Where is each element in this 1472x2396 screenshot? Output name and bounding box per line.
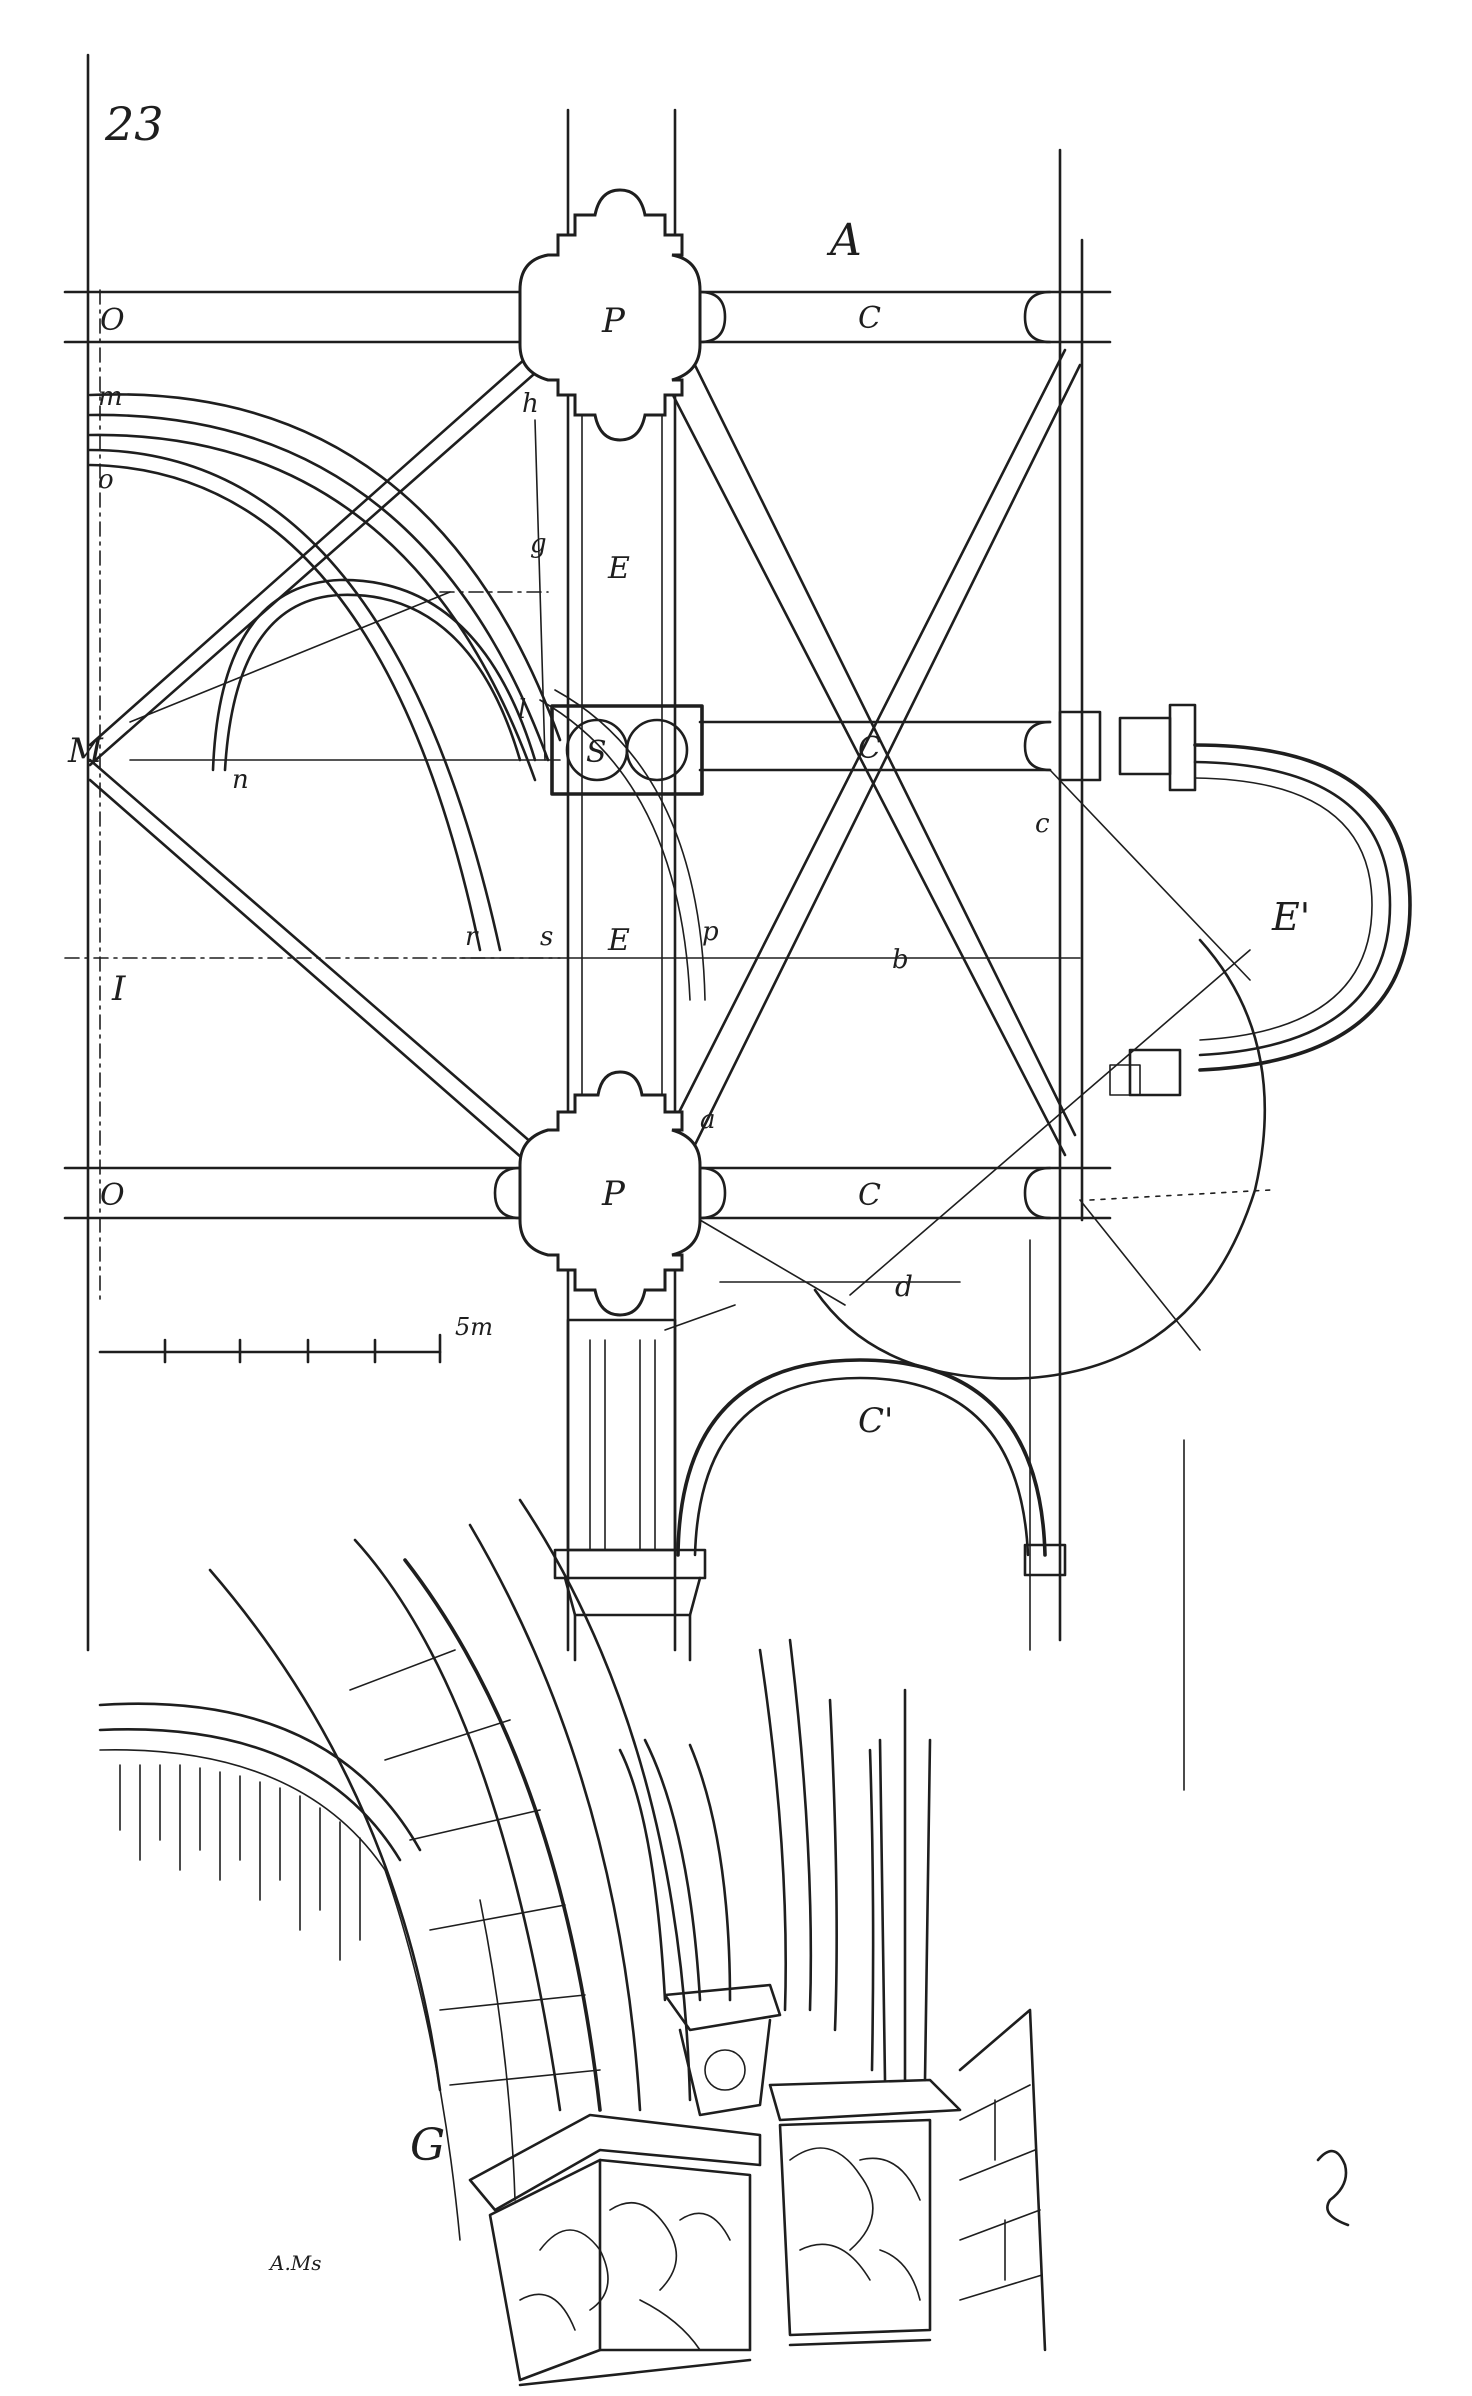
label-m: m <box>98 382 123 412</box>
projection-circle <box>699 769 1271 1380</box>
left-border-lines <box>86 53 101 1652</box>
label-e-prime: E' <box>1271 895 1310 939</box>
e-prime-arch <box>1109 743 1412 1097</box>
label-o-bottom: O <box>100 1178 125 1213</box>
lower-pier-shafts <box>553 1304 736 1662</box>
left-bay-arcs <box>88 393 706 1001</box>
perspective-vault-view <box>98 1498 1047 2387</box>
label-e-lower: E <box>607 923 630 958</box>
label-n: n <box>232 765 249 795</box>
central-boss <box>550 704 704 796</box>
signature: A.Ms <box>268 2251 322 2275</box>
label-d: d <box>895 1270 913 1303</box>
plate-number: 23 <box>104 97 164 151</box>
label-e-upper: E <box>607 551 630 586</box>
label-o-top: O <box>100 303 125 338</box>
corner-mark <box>1316 2149 1350 2227</box>
label-b: b <box>892 945 909 975</box>
label-p-bottom: P <box>601 1174 626 1214</box>
label-g-small: g <box>530 529 547 559</box>
label-l: l <box>518 695 526 725</box>
left-bay-diagonal-ribs <box>88 348 561 1167</box>
scale-unit-label: 5m <box>455 1313 493 1341</box>
label-i-left: I <box>111 969 126 1009</box>
label-m-left: M <box>67 731 104 771</box>
label-p-top: P <box>601 301 626 341</box>
label-a-small: a <box>700 1105 716 1135</box>
label-s-small: s <box>540 922 553 952</box>
label-c-prime: C' <box>858 1401 893 1441</box>
label-h: h <box>522 389 539 419</box>
label-c-bottom: C <box>858 1178 881 1213</box>
label-o-small: o <box>98 465 114 495</box>
pier-top <box>518 188 702 442</box>
label-r: r <box>465 922 479 952</box>
label-c-top: C <box>858 301 881 336</box>
scale-bar <box>98 1333 442 1364</box>
label-p-small: p <box>702 917 719 947</box>
label-s: S <box>586 735 607 770</box>
label-c-small: c <box>1035 809 1050 839</box>
label-a: A <box>826 215 862 266</box>
right-bay-diagonal-ribs <box>658 343 1082 1167</box>
label-g-bottom: G <box>410 2120 445 2171</box>
wall-responds <box>493 290 1197 1220</box>
label-c-mid: C <box>858 731 881 766</box>
pier-bottom <box>518 1070 702 1317</box>
c-prime-arch <box>676 1358 1067 1577</box>
